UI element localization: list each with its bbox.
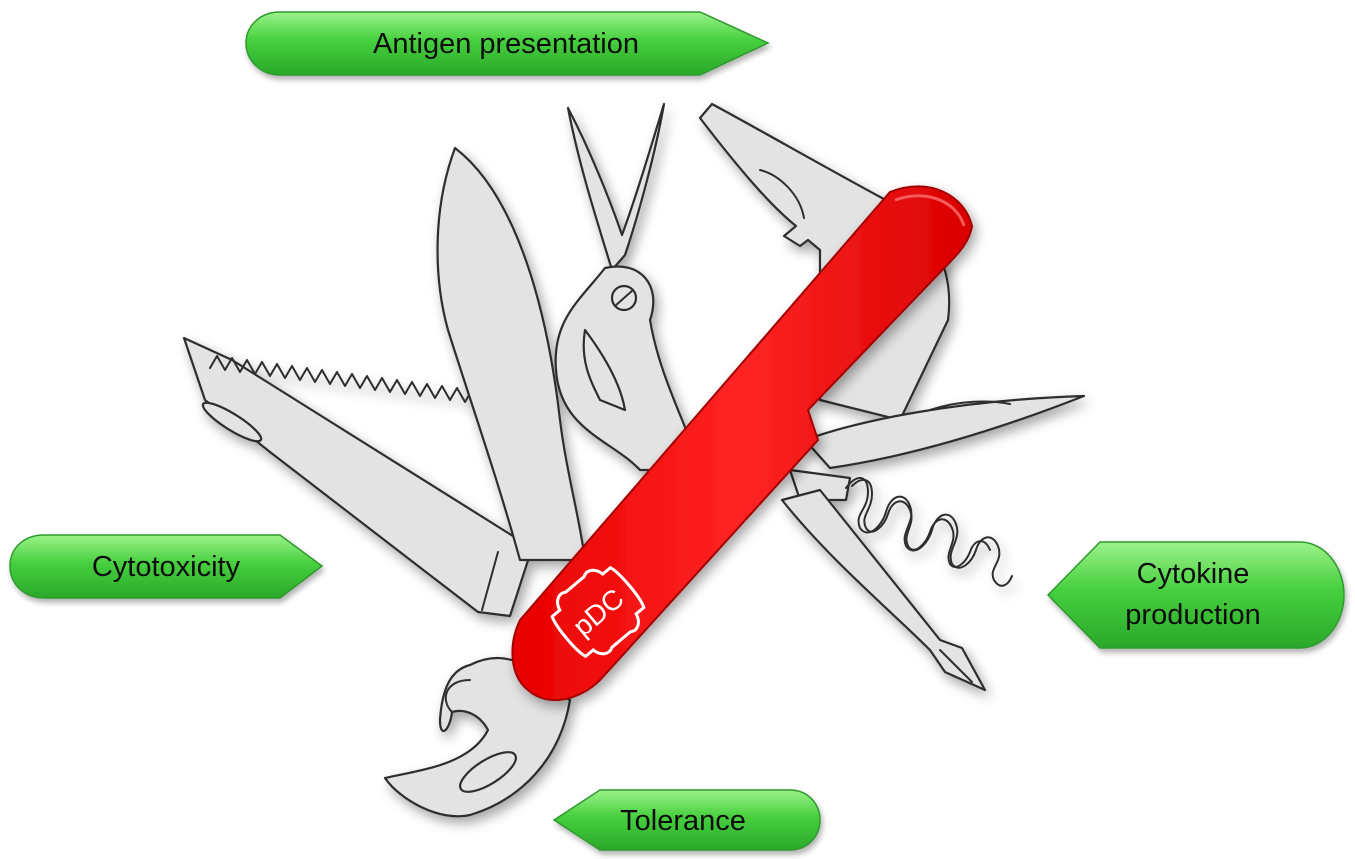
label-production: production	[1125, 599, 1260, 631]
arrow-antigen-presentation: Antigen presentation	[246, 12, 768, 75]
arrow-cytotoxicity: Cytotoxicity	[10, 535, 322, 598]
arrow-tolerance: Tolerance	[554, 790, 820, 850]
label-cytotoxicity: Cytotoxicity	[92, 551, 241, 583]
label-cytokine: Cytokine	[1137, 558, 1250, 590]
label-tolerance: Tolerance	[620, 805, 746, 837]
label-antigen-presentation: Antigen presentation	[373, 28, 639, 60]
arrow-cytokine-production: Cytokine production	[1048, 542, 1344, 648]
scissors-icon	[556, 104, 700, 470]
